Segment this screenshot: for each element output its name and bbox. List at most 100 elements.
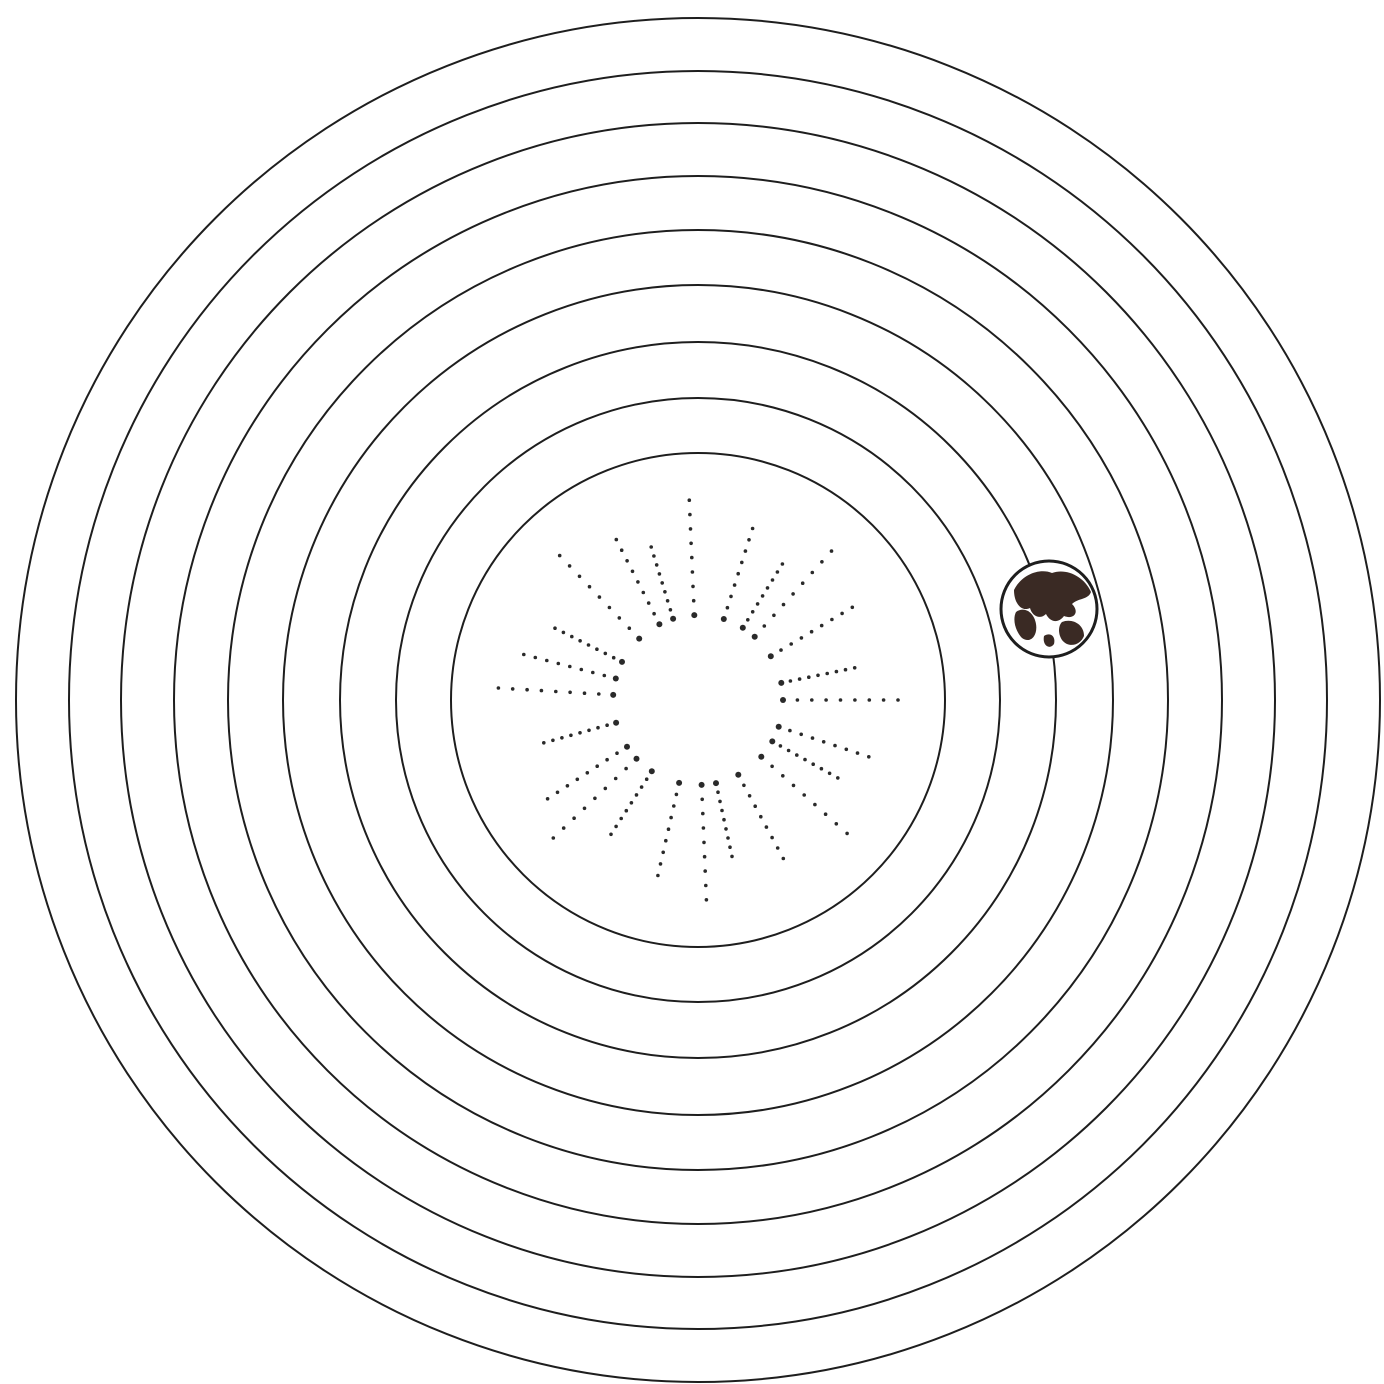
sun-ray-dot bbox=[663, 590, 667, 594]
sun-ray-dot bbox=[522, 653, 526, 657]
sun-ray-dot bbox=[640, 785, 644, 789]
sun-ray-dot bbox=[702, 826, 706, 830]
sun-ray-dot bbox=[649, 545, 653, 549]
sun-ray-dot bbox=[660, 581, 664, 585]
sun-ray-dot bbox=[798, 677, 802, 681]
orbit-ring bbox=[16, 18, 1380, 1382]
sun-ray-dot bbox=[733, 583, 737, 587]
sun-ray-dot bbox=[672, 804, 676, 808]
sun-ray-dot bbox=[558, 554, 562, 558]
sun-ray-dot bbox=[836, 776, 840, 780]
earth-icon bbox=[1001, 561, 1097, 657]
sun-ray-dot bbox=[689, 542, 693, 546]
sun-ray bbox=[699, 782, 709, 902]
sun-ray-dot bbox=[811, 736, 815, 740]
sun-ray-dot bbox=[605, 758, 609, 762]
sun-ray-dot bbox=[789, 679, 793, 683]
sun-ray-dot bbox=[551, 739, 555, 743]
sun-ray-dot bbox=[497, 686, 501, 690]
sun-ray bbox=[776, 724, 871, 759]
sun-ray-dot bbox=[568, 665, 572, 669]
sun-ray-dot bbox=[791, 592, 795, 596]
sun-ray-dot bbox=[597, 692, 601, 696]
sun-ray-dot bbox=[771, 578, 775, 582]
orbit-ring bbox=[228, 230, 1168, 1170]
orbit-ring bbox=[396, 398, 1000, 1002]
sun-ray-dot bbox=[595, 647, 599, 651]
sun-ray-dot bbox=[730, 855, 734, 859]
sun-ray-dot bbox=[713, 780, 719, 786]
sun-ray-dot bbox=[556, 791, 560, 795]
sun-ray-dot bbox=[787, 749, 791, 753]
sun-ray-dot bbox=[612, 656, 616, 660]
sun-ray-dot bbox=[596, 726, 600, 730]
sun-ray-dot bbox=[729, 595, 733, 599]
orbit-ring bbox=[340, 342, 1056, 1058]
sun-ray-dot bbox=[752, 634, 758, 640]
sun-ray bbox=[649, 545, 676, 622]
sun-ray-dot bbox=[562, 826, 566, 830]
sun-ray-dot bbox=[656, 874, 660, 878]
sun-ray-dot bbox=[830, 549, 834, 553]
sun-ray-dot bbox=[789, 642, 793, 646]
sun-ray-dot bbox=[614, 777, 618, 781]
sun-ray-dot bbox=[546, 797, 550, 801]
sun-ray-dot bbox=[702, 841, 706, 845]
sun-ray-dot bbox=[747, 538, 751, 542]
sun-ray-dot bbox=[792, 784, 796, 788]
sun-ray-dot bbox=[782, 857, 786, 861]
sun-ray-dot bbox=[675, 793, 679, 797]
sun-ray-dot bbox=[867, 755, 871, 759]
sun-ray bbox=[688, 498, 698, 618]
sun-ray-dot bbox=[763, 624, 767, 628]
sun-ray-dot bbox=[656, 621, 662, 627]
sun-ray bbox=[542, 720, 619, 745]
orbit-ring bbox=[174, 176, 1222, 1224]
sun-ray-dot bbox=[810, 698, 814, 702]
sun-ray-dot bbox=[851, 606, 855, 610]
sun-ray-dot bbox=[645, 777, 649, 781]
sun-ray-dot bbox=[608, 606, 612, 610]
sun-ray-dot bbox=[822, 740, 826, 744]
sun-ray-dot bbox=[721, 616, 727, 622]
sun-ray-dot bbox=[824, 812, 828, 816]
sun-ray-dot bbox=[742, 784, 746, 788]
sun-ray-dot bbox=[659, 862, 663, 866]
sun-ray-dot bbox=[560, 736, 564, 740]
sun-ray-dot bbox=[824, 698, 828, 702]
sun-ray-dot bbox=[562, 631, 566, 635]
sun-ray-dot bbox=[588, 585, 592, 589]
sun-ray-dot bbox=[759, 815, 763, 819]
sun-ray bbox=[558, 554, 642, 642]
sun-ray-dot bbox=[553, 626, 557, 630]
orbit-ring bbox=[121, 123, 1275, 1277]
sun-ray-dot bbox=[772, 614, 776, 618]
sun-ray bbox=[721, 527, 755, 622]
sun-ray bbox=[780, 697, 900, 703]
sun-ray-dot bbox=[554, 690, 558, 694]
sun-ray-dot bbox=[807, 675, 811, 679]
sun-ray-dot bbox=[603, 674, 607, 678]
sun-ray-dot bbox=[661, 851, 665, 855]
sun-ray-dot bbox=[688, 513, 692, 517]
sun-ray-dot bbox=[615, 751, 619, 755]
sun-ray-dot bbox=[655, 563, 659, 567]
sun-ray bbox=[768, 606, 854, 660]
sun-ray-dot bbox=[703, 855, 707, 859]
sun-ray-dot bbox=[726, 836, 730, 840]
sun-ray-dot bbox=[636, 580, 640, 584]
sun-ray-dot bbox=[744, 549, 748, 553]
sun-ray-dot bbox=[689, 527, 693, 531]
sun-ray-dot bbox=[825, 672, 829, 676]
sun-ray-dot bbox=[882, 698, 886, 702]
sun-ray-dot bbox=[545, 659, 549, 663]
sun-ray-dot bbox=[572, 816, 576, 820]
sun-ray-dot bbox=[756, 602, 760, 606]
sun-ray bbox=[769, 738, 839, 779]
sun-ray-dot bbox=[542, 741, 546, 745]
sun-ray-dot bbox=[613, 676, 619, 682]
sun-ray-dot bbox=[703, 869, 707, 873]
sun-ray-dot bbox=[583, 807, 587, 811]
sun-ray-dot bbox=[595, 764, 599, 768]
